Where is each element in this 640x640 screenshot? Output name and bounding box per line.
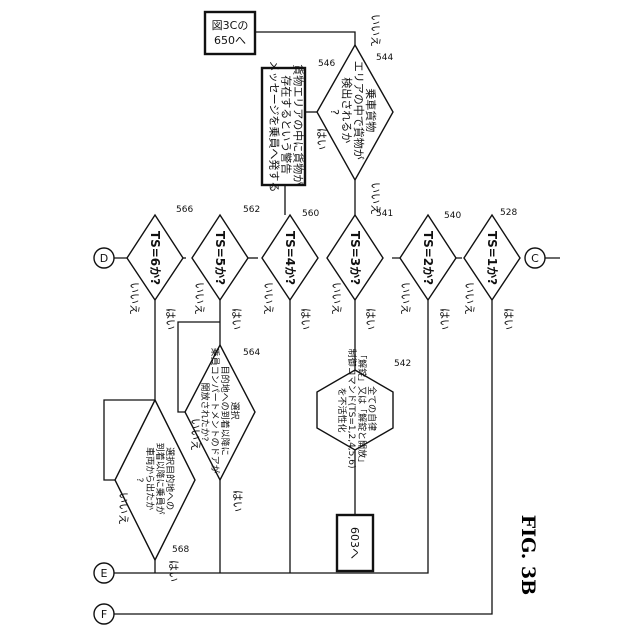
ref-566: 566 [176,205,193,215]
n568-line-3: 車両から出たか [144,447,156,510]
n568-line-1: 選択目的地への [164,447,176,510]
offpage-603: 603へ [337,515,373,571]
ref-546: 546 [318,59,335,69]
n650-line-2: 650へ [214,34,246,47]
ref-540: 540 [444,211,461,221]
label-yes-568: はい [167,560,180,582]
n542-line-2: 「解錠」又は「解錠と開放」 [356,350,368,467]
n546-line-1: 貨物エリアの中に貨物が [292,64,306,185]
label-no-564: いいえ [189,418,202,451]
n544-no-line [255,32,355,45]
connector-f-label: F [101,608,107,621]
decision-ts4-text: TS=4か? [283,231,297,285]
n546-line-2: 存在するという警告 [280,75,294,174]
n564-line-1: 選択 [229,402,241,420]
n564-line-3: 乗員コンパートメントのドアが [209,348,221,474]
n568-line-2: 到着以降に乗員が [154,443,166,515]
label-yes-ts3: はい [364,308,377,330]
ref-568: 568 [172,545,189,555]
label-no-ts4: いいえ [262,282,275,315]
decision-ts2-text: TS=2か? [421,231,435,285]
connector-d: D [94,248,114,268]
label-no-ts2: いいえ [399,282,412,315]
n542-line-3: 制御コマンド(TS=1,2,4,5,6) [346,349,358,469]
n542-line-1: 全ての自律 [366,386,378,431]
label-yes-ts1: はい [502,308,515,330]
label-yes-564: はい [231,490,244,512]
svg-text:貨物エリアの中に貨物が 存在するという警告: 貨物エリアの中に貨物が 存在するという警告 メッセージを乗員へ発する [268,61,306,193]
n544-line-1: 乗車貨物 [364,88,378,132]
n650-line-1: 図3Cの [212,19,249,32]
label-yes-ts6: はい [164,308,177,330]
ref-544: 544 [376,53,393,63]
ref-564: 564 [243,348,260,358]
n544-line-2: エリアの中で貨物が [352,61,366,160]
decision-ts5-text: TS=5か? [213,231,227,285]
connector-e-label: E [101,567,108,580]
n542-line-4: を不活性化 [336,387,348,432]
ref-542: 542 [394,359,411,369]
connector-f: F [94,604,114,624]
label-yes-ts4: はい [299,308,312,330]
label-no-ts6: いいえ [128,282,141,315]
label-yes-ts5: はい [230,308,243,330]
svg-text:全ての自律 「解錠」又は「解錠と開放」: 全ての自律 「解錠」又は「解錠と開放」 制御コマンド(TS=1,2,4,5,6)… [336,349,378,472]
n544-line-4: ? [328,109,341,115]
n546-line-3: メッセージを乗員へ発する [268,61,282,193]
ref-560: 560 [302,209,319,219]
ref-528: 528 [500,208,517,218]
figure-label: FIG. 3B [517,515,539,595]
label-no-568: いいえ [117,492,130,525]
n564-line-2: 目的地への到着以降に [219,366,231,456]
decision-568-passenger-exited: 選択目的地への 到着以降に乗員が 車両から出たか ? 568 [115,400,195,560]
label-yes-ts2: はい [438,308,451,330]
n544-line-3: 検出されるか [340,77,354,143]
label-no-ts1: いいえ [463,282,476,315]
label-no-ts3: いいえ [330,282,343,315]
decision-ts1-text: TS=1か? [485,231,499,285]
action-542-deactivate: 全ての自律 「解錠」又は「解錠と開放」 制御コマンド(TS=1,2,4,5,6)… [317,349,411,472]
connector-d-label: D [100,252,108,265]
svg-text:選択 目的地への到着以降に 乗員コン: 選択 目的地への到着以降に 乗員コンパートメントのドアが 開放されたか? [199,348,241,477]
decision-ts6-text: TS=6か? [148,231,162,285]
label-no-ts5: いいえ [193,282,206,315]
connector-e: E [94,563,114,583]
n568-line-4: ? [134,478,144,483]
ref-562: 562 [243,205,260,215]
offpage-650: 図3Cの 650へ [205,12,255,54]
n603-text: 603へ [348,527,361,559]
label-no-544: いいえ [369,14,382,47]
connector-c: C [525,248,545,268]
decision-564-door-opened: 選択 目的地への到着以降に 乗員コンパートメントのドアが 開放されたか? 564 [185,345,260,480]
label-no-ts3-up: いいえ [369,182,382,215]
connector-c-label: C [531,252,539,265]
decision-ts3-text: TS=3か? [348,231,362,285]
label-yes-544: はい [315,128,328,150]
